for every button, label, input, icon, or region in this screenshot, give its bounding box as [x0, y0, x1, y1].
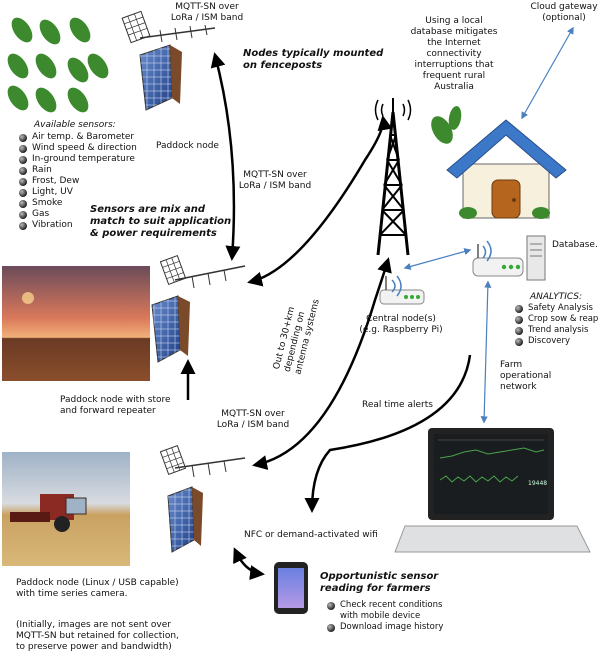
database-server-icon	[526, 235, 546, 281]
sensor-item: Smoke	[18, 198, 137, 209]
sensor-item: Frost, Dew	[18, 176, 137, 187]
laptop-icon	[394, 428, 591, 553]
database-label: Database.	[552, 240, 598, 250]
network-arrows	[403, 26, 574, 424]
analytics-list: Safety Analysis Crop sow & reap Trend an…	[514, 303, 598, 347]
farm-router-icon	[472, 240, 524, 277]
harvester-icon	[10, 494, 87, 532]
sensor-list: Air temp. & Barometer Wind speed & direc…	[18, 132, 137, 231]
sensor-item: Gas	[18, 209, 137, 220]
paddock-node-top-icon	[121, 10, 216, 111]
connection-arrows	[180, 52, 472, 581]
cloud-gateway-label: Cloud gateway(optional)	[530, 2, 598, 23]
analytics-item: Safety Analysis	[514, 303, 598, 314]
leaves-icon	[7, 17, 109, 113]
central-node-label: Central node(s)(e.g. Raspberry Pi)	[359, 314, 443, 335]
sensor-item: Wind speed & direction	[18, 143, 137, 154]
sensor-item: Light, UV	[18, 187, 137, 198]
sensor-item: Rain	[18, 165, 137, 176]
paddock-node-repeater-icon	[151, 255, 246, 363]
nfc-wifi-label: NFC or demand-activated wifi	[244, 530, 378, 540]
phone-icon	[274, 562, 308, 614]
analytics-item: Trend analysis	[514, 325, 598, 336]
realtime-alerts-label: Real time alerts	[362, 400, 433, 410]
analytics-title: ANALYTICS:	[530, 292, 583, 302]
laptop-screen-value: 19448	[528, 480, 548, 487]
camera-node-label: Paddock node (Linux / USB capable)with t…	[16, 578, 179, 599]
sensor-item: Vibration	[18, 220, 137, 231]
sunset-paddock-photo	[2, 266, 150, 381]
analytics-item: Crop sow & reap	[514, 314, 598, 325]
analytics-item: Discovery	[514, 336, 598, 347]
paddock-node-camera-icon	[159, 445, 246, 553]
available-sensors-title: Available sensors:	[34, 120, 116, 130]
sensor-item: In-ground temperature	[18, 154, 137, 165]
farmer-action-item: Download image history	[326, 622, 443, 633]
farmhouse-icon	[431, 106, 567, 219]
radio-tower-icon	[374, 98, 412, 256]
paddock-node-label: Paddock node	[156, 141, 219, 151]
sensor-item: Air temp. & Barometer	[18, 132, 137, 143]
central-node-router-icon	[379, 275, 425, 305]
